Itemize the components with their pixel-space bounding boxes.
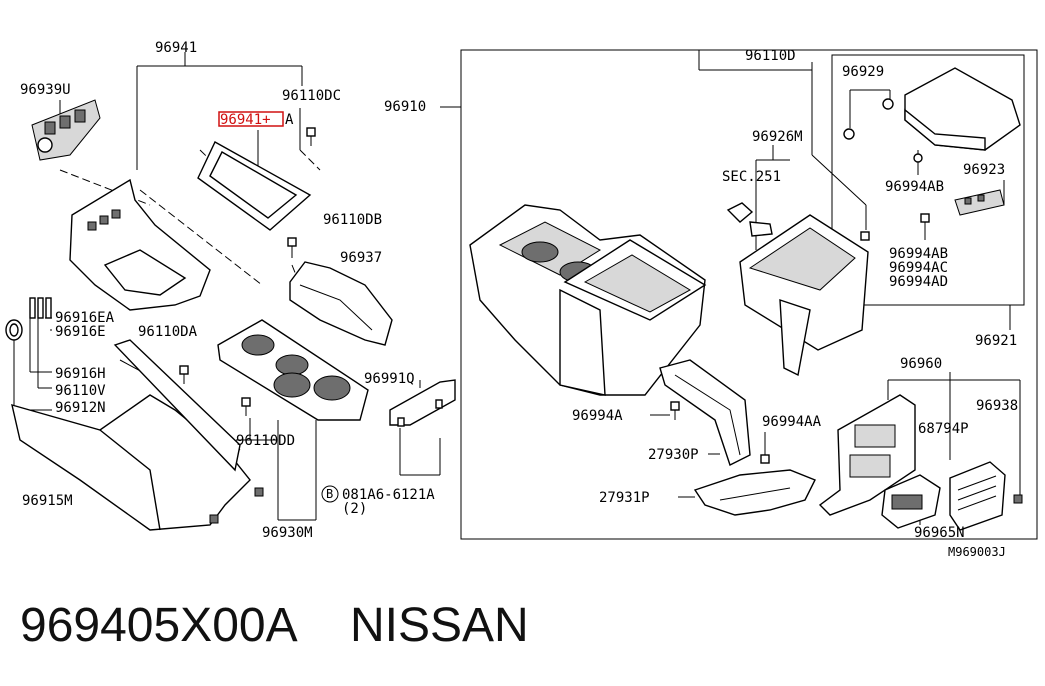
hinge-part xyxy=(954,189,1005,216)
label-96916E: 96916E xyxy=(55,324,106,340)
label-96941-A-highlighted: 96941+ xyxy=(220,112,271,128)
label-96960: 96960 xyxy=(900,356,942,372)
highlight-box xyxy=(218,111,284,127)
clip-group-part xyxy=(5,297,52,341)
label-96930M: 96930M xyxy=(262,525,313,541)
label-96910: 96910 xyxy=(384,99,426,115)
label-96941: 96941 xyxy=(155,40,197,56)
label-27930P: 27930P xyxy=(648,447,699,463)
label-96915M: 96915M xyxy=(22,493,73,509)
label-96110DD: 96110DD xyxy=(236,433,295,449)
label-96939U: 96939U xyxy=(20,82,71,98)
label-96994AA: 96994AA xyxy=(762,414,822,430)
label-96110DB: 96110DB xyxy=(323,212,382,228)
label-96938: 96938 xyxy=(976,398,1018,414)
screw-fasteners xyxy=(179,127,316,416)
label-96991Q: 96991Q xyxy=(364,371,415,387)
label-96110DA: 96110DA xyxy=(138,324,198,340)
label-96994A: 96994A xyxy=(572,408,623,424)
lower-console-part xyxy=(11,339,264,531)
label-96994AB-lower: 96994AB xyxy=(889,246,948,262)
label-96994AB-upper: 96994AB xyxy=(885,179,944,195)
diagram-code: M969003J xyxy=(948,545,1006,559)
label-96994AC: 96994AC xyxy=(889,260,948,276)
label-96916EA: 96916EA xyxy=(55,310,115,326)
label-081A6-6121A: 081A6-6121A xyxy=(342,487,435,503)
label-96916H: 96916H xyxy=(55,366,106,382)
vent-grille-part xyxy=(949,461,1006,531)
assembly-frame xyxy=(460,49,1038,540)
label-96110D: 96110D xyxy=(745,48,796,64)
label-68794P: 68794P xyxy=(918,421,969,437)
label-96923: 96923 xyxy=(963,162,1005,178)
air-duct-upper-part xyxy=(659,359,751,466)
label-96912N: 96912N xyxy=(55,400,106,416)
label-96994AD: 96994AD xyxy=(889,274,948,290)
trim-frame-part xyxy=(197,141,312,231)
exploded-parts-diagram: 96941 96939U 96110DC 96941+ A 96110DB 96… xyxy=(5,40,1038,559)
air-duct-lower-part xyxy=(693,469,816,516)
rear-finisher-part xyxy=(818,394,916,516)
console-finisher-part xyxy=(69,178,211,311)
switch-connector-part xyxy=(726,202,773,237)
label-96965N: 96965N xyxy=(914,525,965,541)
label-96926M: 96926M xyxy=(752,129,803,145)
label-27931P: 27931P xyxy=(599,490,650,506)
label-sec-251: SEC.251 xyxy=(722,169,781,185)
bracket-part xyxy=(389,379,456,427)
armrest-lid-part xyxy=(904,67,1021,151)
cup-holder-part xyxy=(217,319,369,421)
label-081A6-qty: (2) xyxy=(342,501,367,517)
part-labels: 96941 96939U 96110DC 96941+ A 96110DB 96… xyxy=(20,40,1018,559)
main-console-assembly xyxy=(469,204,707,396)
storage-bin-part xyxy=(739,214,869,377)
label-96929: 96929 xyxy=(842,64,884,80)
armrest-kit-box xyxy=(831,54,1025,306)
label-96921: 96921 xyxy=(975,333,1017,349)
label-96941-A-suffix: A xyxy=(285,112,294,128)
switch-panel-part xyxy=(31,99,101,161)
rear-outlet-part xyxy=(881,474,941,529)
label-96937: 96937 xyxy=(340,250,382,266)
label-circle-b: B xyxy=(326,487,333,501)
part-number-caption: 969405X00A xyxy=(20,599,298,652)
brand-caption: NISSAN xyxy=(350,599,529,652)
label-96110DC: 96110DC xyxy=(282,88,341,104)
side-trim-part xyxy=(289,261,393,346)
label-96110V: 96110V xyxy=(55,383,106,399)
